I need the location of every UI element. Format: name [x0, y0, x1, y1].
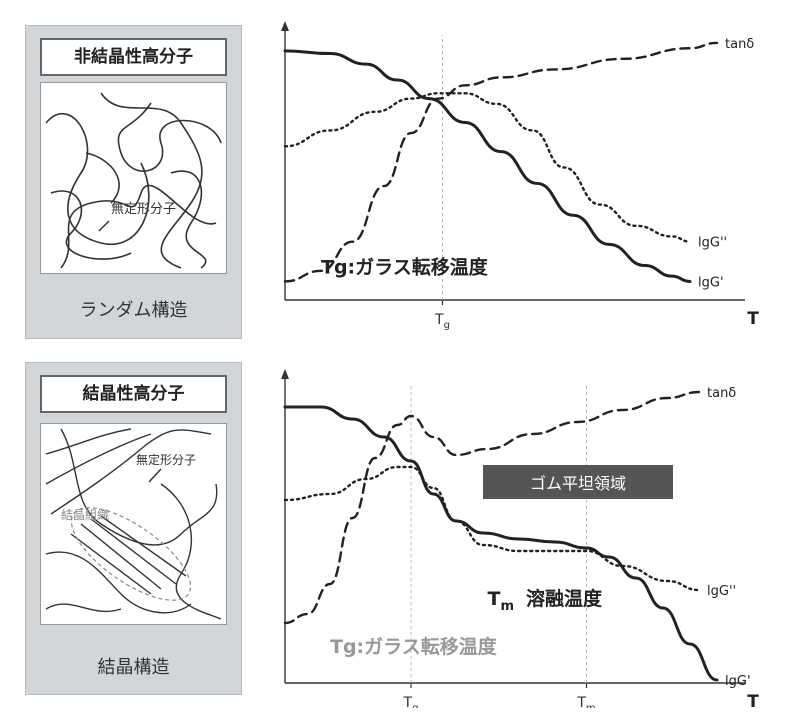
chain-3 — [50, 190, 132, 260]
series-tan-delta-line — [283, 390, 701, 625]
rubber-plateau-label: ゴム平坦領域 — [530, 474, 626, 493]
annotation-glass-transition: Tg:ガラス転移温度 — [321, 256, 489, 279]
sketch-label-amorphous: 無定形分子 — [111, 202, 176, 217]
y-axis-arrow — [281, 369, 289, 379]
sketch-label-crystal: 結晶組織 — [61, 508, 109, 522]
series-storage-modulus-label: lgG' — [698, 275, 724, 290]
crystalline-chains-drawing: 無定形分子 結晶組織 — [45, 428, 222, 620]
chain-8 — [90, 518, 177, 585]
chain-1 — [45, 428, 132, 455]
label-arrow — [148, 468, 162, 483]
tick-label-m: Tm — [576, 695, 595, 708]
series-loss-modulus-label: lgG'' — [698, 236, 727, 251]
series-tan-delta-line — [283, 41, 719, 283]
chain-7 — [85, 152, 120, 204]
chain-6 — [170, 170, 207, 269]
chain-3 — [50, 429, 212, 515]
series-loss-modulus-line — [283, 465, 701, 592]
amorphous-chart: T Tg tanδ lgG'' lgG' Tg:ガラス転移温度 — [281, 21, 759, 331]
crystalline-card: 結晶性高分子 無定形分子 結晶組織 結晶構造 — [25, 362, 242, 695]
chain-11 — [45, 603, 122, 613]
chain-4 — [60, 428, 218, 546]
y-axis-arrow — [281, 21, 289, 31]
amorphous-caption: ランダム構造 — [79, 300, 188, 321]
series-tan-delta-label: tanδ — [707, 386, 736, 401]
crystalline-title: 結晶性高分子 — [40, 375, 227, 413]
x-axis-label: T — [747, 692, 759, 708]
chain-2 — [45, 433, 152, 485]
chain-1 — [45, 113, 150, 246]
series-storage-modulus-line — [283, 405, 719, 682]
series-tan-delta-label: tanδ — [725, 37, 754, 52]
chain-9 — [100, 515, 187, 577]
random-chains-drawing: 無定形分子 — [45, 92, 222, 269]
x-axis-label: T — [747, 309, 759, 329]
tick-label-g: Tg — [403, 695, 419, 708]
annotation-glass-transition: Tg:ガラス転移温度 — [330, 635, 498, 658]
label-arrow — [98, 220, 110, 232]
rubber-plateau-box — [483, 465, 673, 499]
chain-4 — [117, 102, 222, 172]
series-loss-modulus-label: lgG'' — [707, 584, 736, 599]
amorphous-card: 非結晶性高分子 無定形分子 ランダム構造 — [25, 25, 242, 339]
sketch-label-amorphous: 無定形分子 — [136, 452, 196, 467]
amorphous-sketch: 無定形分子 — [40, 82, 227, 274]
chain-2 — [100, 92, 203, 269]
crystalline-caption: 結晶構造 — [97, 657, 170, 678]
chain-10 — [160, 483, 222, 620]
series-loss-modulus-line — [283, 92, 692, 243]
chain-5 — [45, 551, 192, 614]
crystalline-sketch: 無定形分子 結晶組織 — [40, 423, 227, 625]
tick-label-g: Tg — [434, 312, 450, 331]
series-storage-modulus-label: lgG' — [725, 674, 751, 689]
series-storage-modulus-line — [283, 49, 692, 283]
amorphous-title: 非結晶性高分子 — [40, 38, 227, 76]
chain-7 — [80, 523, 162, 590]
chain-5 — [60, 184, 217, 269]
chain-6 — [70, 533, 152, 595]
